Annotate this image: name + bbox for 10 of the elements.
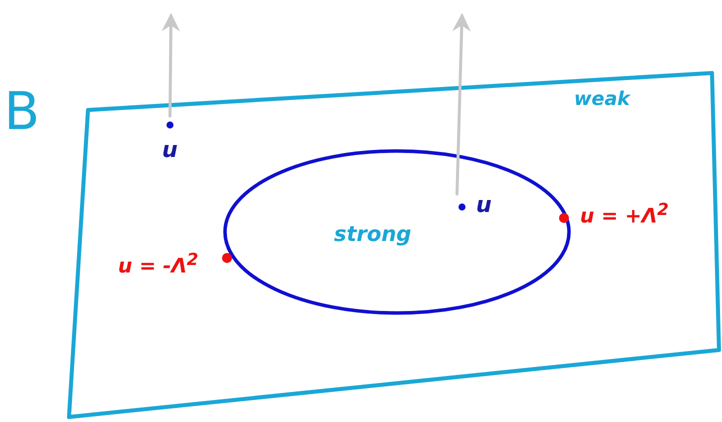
boundary-label: u = +Λ$^{2}$ <box>580 200 669 228</box>
boundary-label: u = -Λ$^{2}$ <box>118 250 198 278</box>
point-label: u <box>476 193 492 218</box>
region-label: strong <box>334 222 412 246</box>
arrow <box>453 14 470 196</box>
arrow <box>162 14 180 118</box>
region-label: weak <box>574 88 630 110</box>
region-label: B <box>4 82 40 142</box>
strong-region <box>223 149 571 315</box>
point-label: u <box>162 138 178 163</box>
